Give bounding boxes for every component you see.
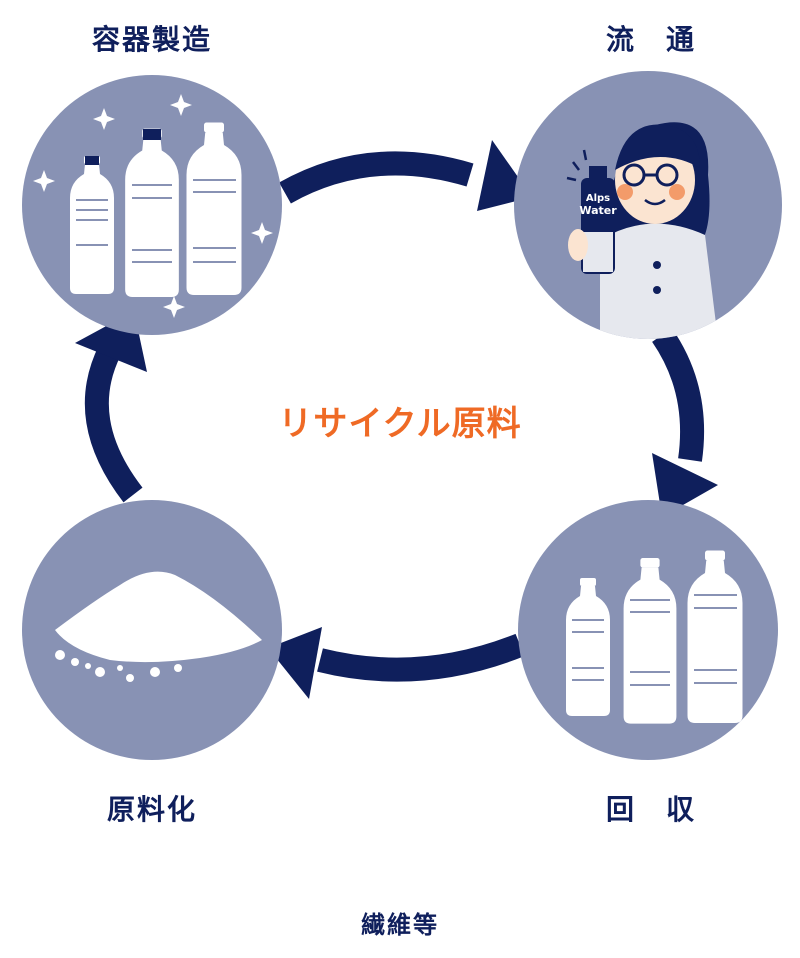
fiber-label: 繊維等 <box>361 911 439 939</box>
arrow-distribution-to-collection <box>651 328 704 462</box>
arrow-head-3 <box>268 627 322 699</box>
stage-collection <box>518 500 778 760</box>
bottle-name: Water <box>579 204 617 217</box>
plastic-flakes-icon <box>55 571 262 682</box>
stage-label-manufacturing: 容器製造 <box>91 23 212 56</box>
woman-holding-bottle-icon: Alps Water <box>566 122 718 339</box>
arrow-head-2 <box>652 453 718 517</box>
stage-manufacturing <box>22 75 282 335</box>
arrow-raw-to-manufacturing <box>84 344 143 503</box>
stage-label-collection: 回 収 <box>605 793 696 826</box>
arrow-collection-to-raw <box>317 633 525 682</box>
arrow-manufacturing-to-distribution <box>279 151 474 204</box>
stage-distribution: Alps Water <box>514 71 782 339</box>
stage-raw-material <box>22 500 282 760</box>
stage-label-raw-material: 原料化 <box>106 793 197 826</box>
stage-label-distribution: 流 通 <box>605 23 696 56</box>
bottle-brand: Alps <box>586 193 610 204</box>
sparkle-icons <box>33 94 273 318</box>
center-label: リサイクル原料 <box>278 404 522 444</box>
